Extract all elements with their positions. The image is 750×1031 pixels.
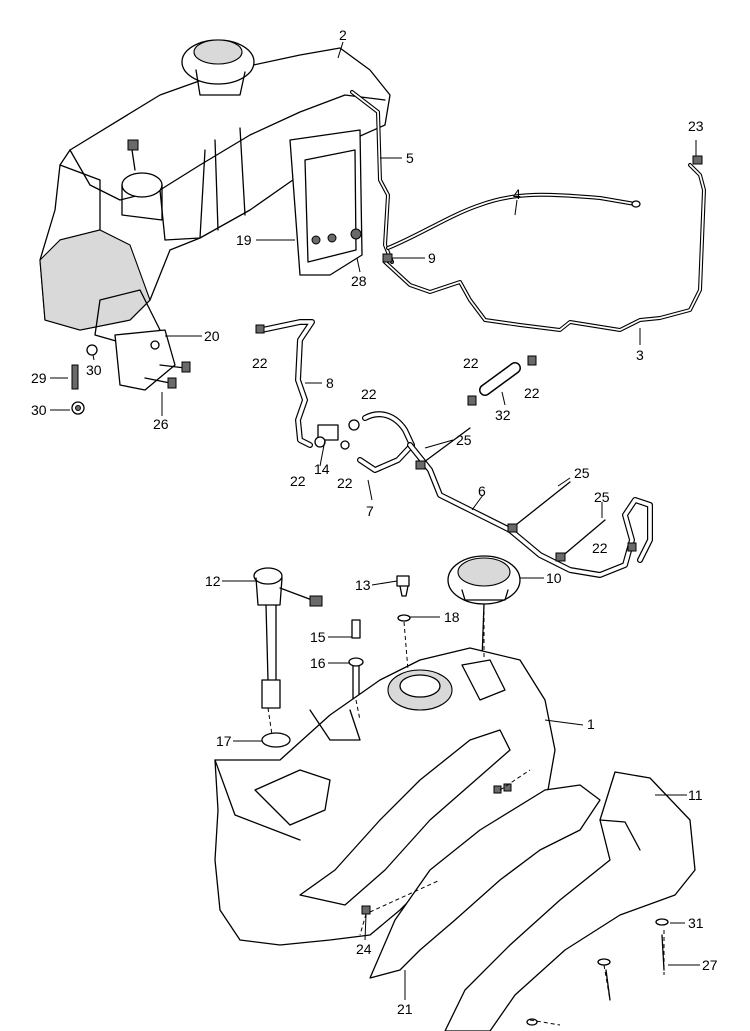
callout-27: 27 (702, 957, 718, 973)
callout-1: 1 (587, 716, 595, 732)
callout-5: 5 (406, 150, 414, 166)
callout-20: 20 (204, 328, 220, 344)
callout-22-d: 22 (337, 475, 353, 491)
fuel-tank-1 (214, 647, 556, 946)
callout-7: 7 (366, 503, 374, 519)
callout-24: 24 (356, 941, 372, 957)
line-3 (383, 155, 706, 332)
callout-3: 3 (636, 347, 644, 363)
grommet-17 (261, 732, 291, 748)
tank-housing-upper (39, 39, 391, 391)
line-4 (386, 192, 641, 250)
callout-15: 15 (310, 629, 326, 645)
callout-9: 9 (428, 250, 436, 266)
callout-30-b: 30 (31, 402, 47, 418)
callout-32: 32 (495, 407, 511, 423)
callout-labels: 1 2 3 4 5 6 7 8 9 10 11 12 13 14 15 16 1… (31, 27, 718, 1017)
callout-31: 31 (688, 915, 704, 931)
callout-10: 10 (546, 570, 562, 586)
fasteners-left (71, 344, 191, 415)
side-panel-11 (444, 771, 696, 1031)
callout-22-f: 22 (524, 385, 540, 401)
callout-22-a: 22 (252, 355, 268, 371)
callout-22-c: 22 (290, 473, 306, 489)
leader-lines (50, 41, 700, 1000)
alignment-lines (267, 604, 665, 1026)
callout-29: 29 (31, 370, 47, 386)
fittings-center (314, 355, 637, 552)
side-panel-21 (369, 784, 601, 979)
callout-26: 26 (153, 416, 169, 432)
callout-14: 14 (314, 461, 330, 477)
callout-23: 23 (688, 118, 704, 134)
callout-8: 8 (326, 375, 334, 391)
callout-25-c: 25 (594, 489, 610, 505)
callout-25-b: 25 (574, 465, 590, 481)
callout-18: 18 (444, 609, 460, 625)
callout-21: 21 (397, 1001, 413, 1017)
hose-8 (255, 319, 315, 448)
sender-15-16 (348, 619, 364, 701)
hose-32 (479, 362, 521, 396)
callout-12: 12 (205, 573, 221, 589)
callout-25-a: 25 (456, 432, 472, 448)
callout-16: 16 (310, 655, 326, 671)
callout-17: 17 (216, 733, 232, 749)
sensor-13 (396, 575, 411, 622)
callout-22-b: 22 (361, 386, 377, 402)
callout-19: 19 (236, 232, 252, 248)
callout-11: 11 (688, 787, 703, 803)
callout-13: 13 (355, 577, 371, 593)
hose-7 (357, 411, 415, 473)
callout-6: 6 (478, 483, 486, 499)
callout-2: 2 (339, 27, 347, 43)
callout-30-a: 30 (86, 362, 102, 378)
callout-4: 4 (513, 186, 521, 202)
callout-22-g: 22 (592, 540, 608, 556)
fuel-gauge-12 (253, 567, 323, 709)
fuel-cap-10 (447, 555, 521, 661)
fitting-9 (382, 253, 393, 263)
hose-6 (407, 442, 653, 578)
ties-25 (415, 427, 606, 562)
callout-22-e: 22 (463, 355, 479, 371)
callout-28: 28 (351, 273, 367, 289)
